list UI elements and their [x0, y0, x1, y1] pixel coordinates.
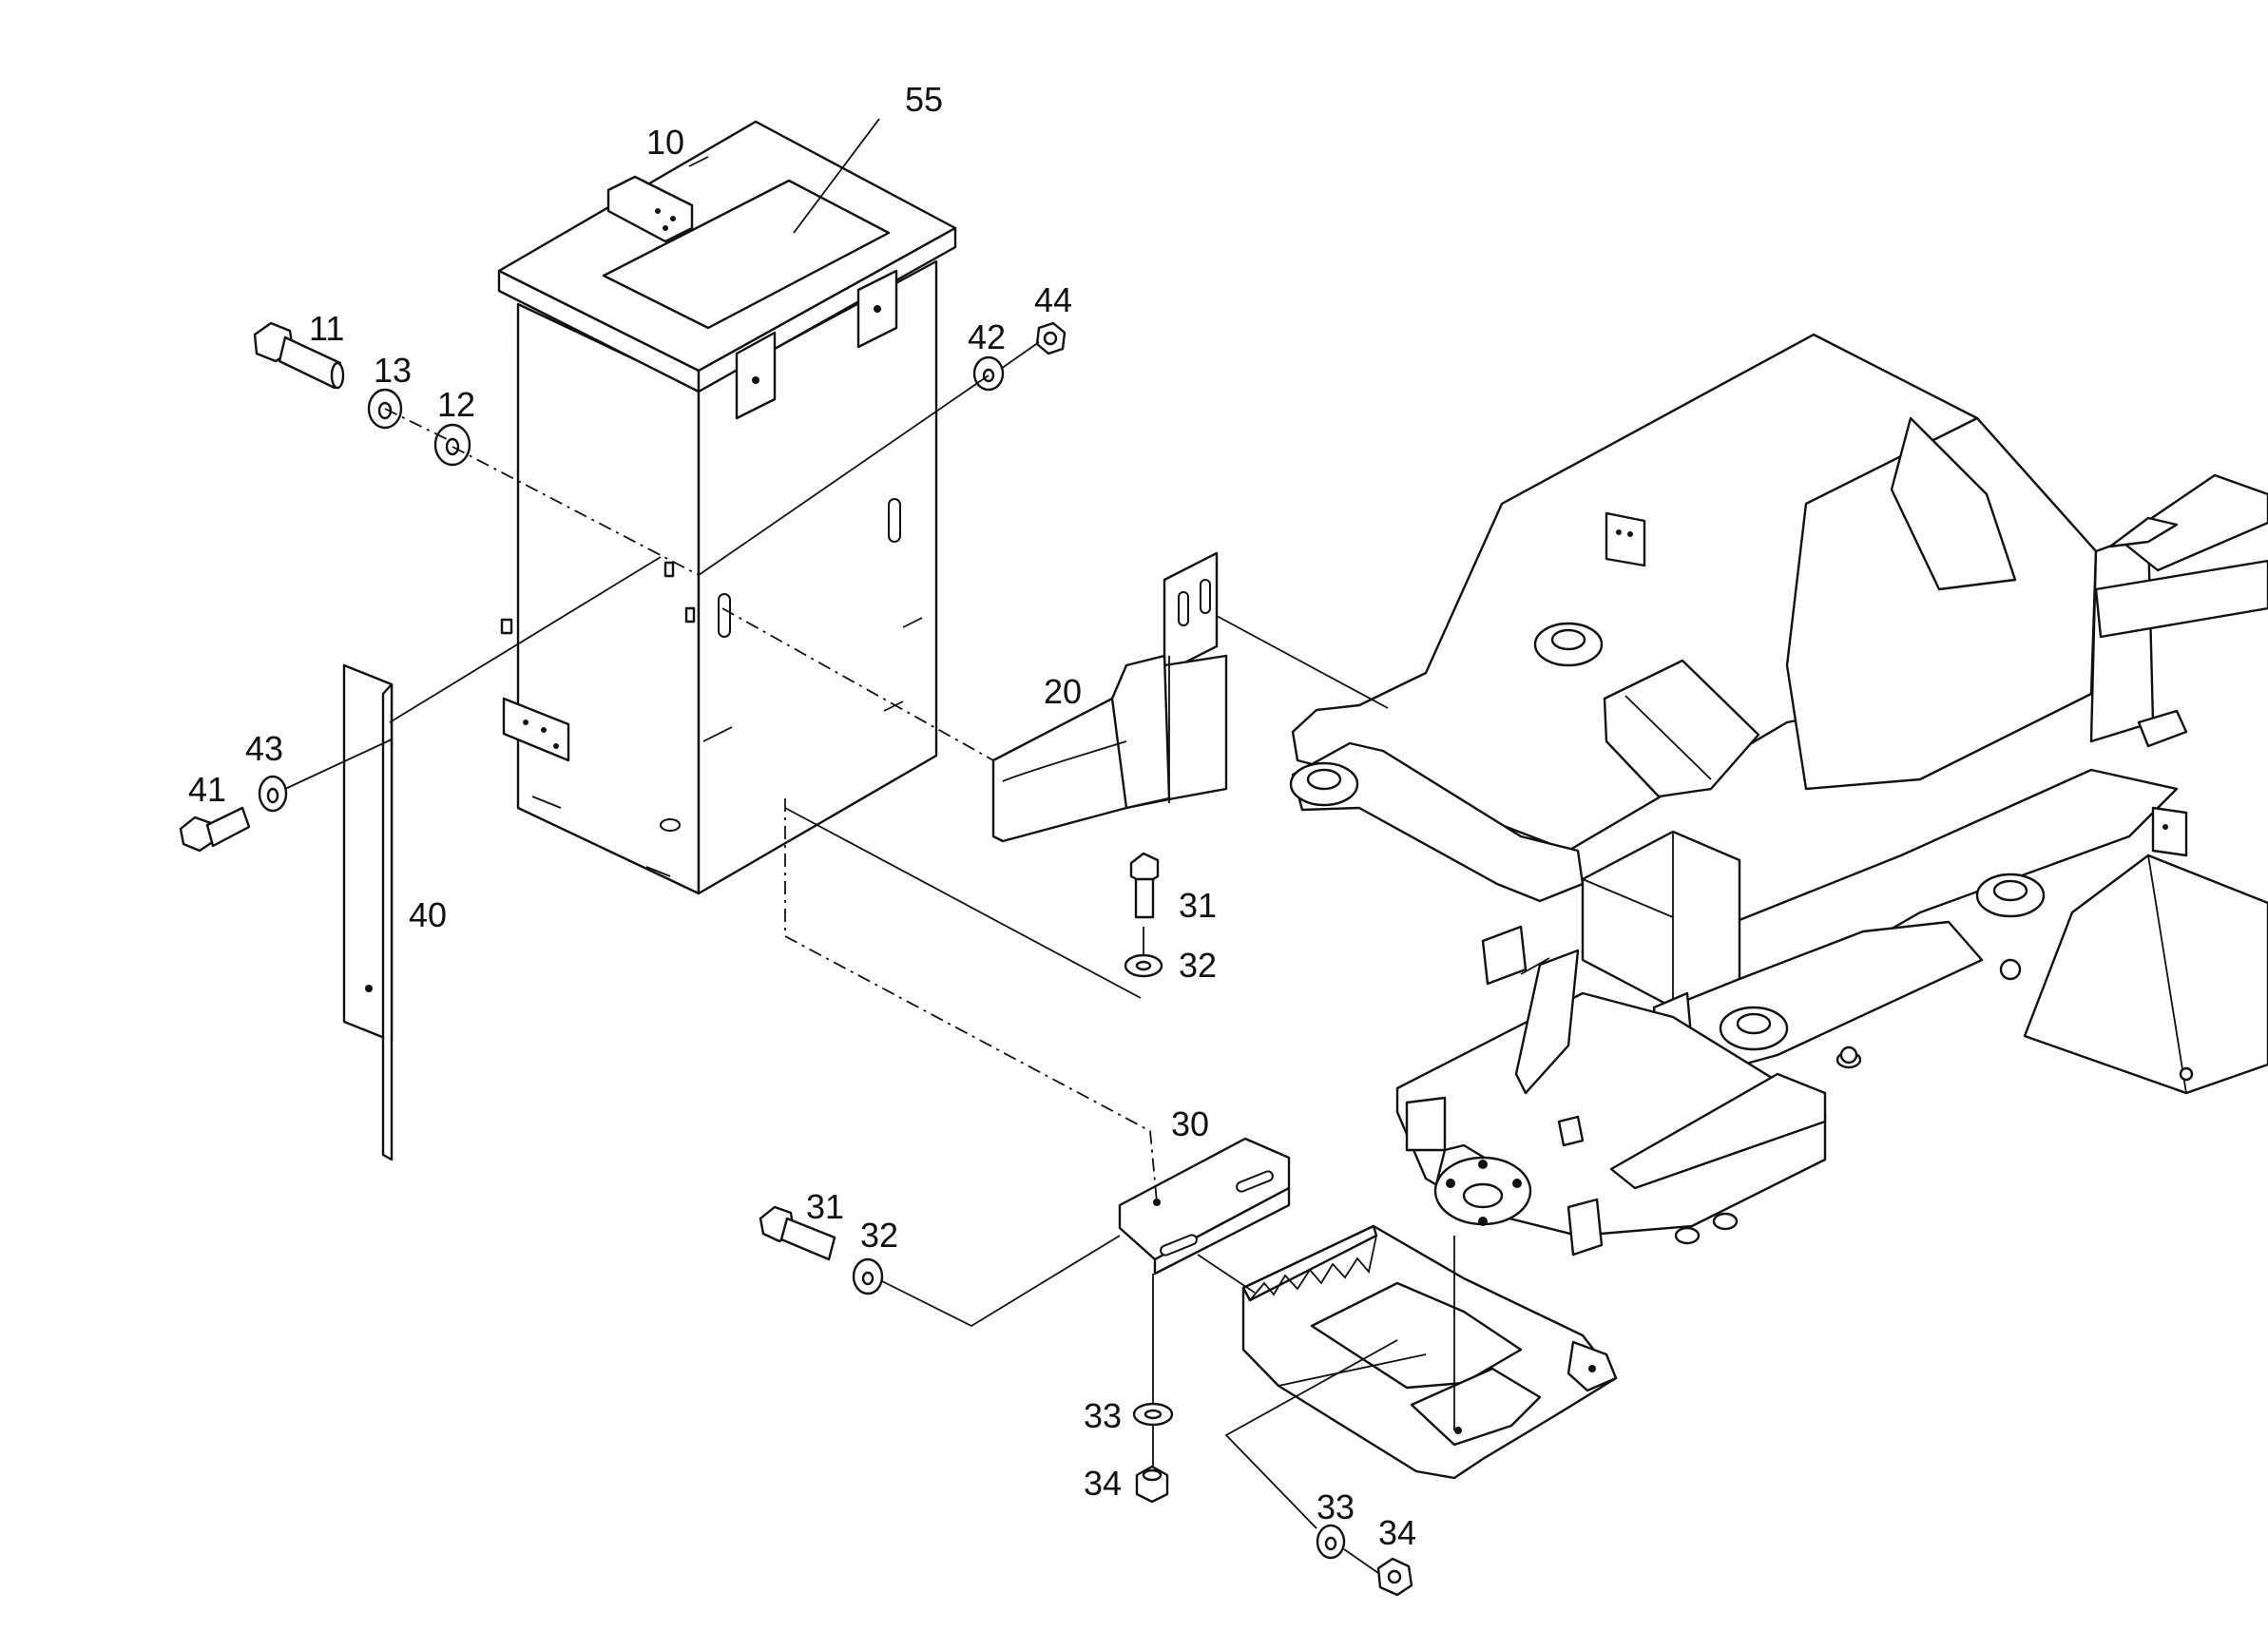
callout-34-center: 34 — [1084, 1464, 1122, 1503]
callout-43: 43 — [245, 729, 283, 768]
washer-33-center — [1132, 1402, 1174, 1427]
callout-leaders — [688, 118, 880, 234]
washer-42 — [972, 355, 1005, 392]
nut-44 — [1035, 321, 1067, 355]
bolt-41 — [179, 806, 251, 853]
washer-32-upper — [1124, 953, 1163, 978]
callout-31-lower: 31 — [806, 1187, 844, 1226]
label-plate — [602, 179, 891, 330]
callout-40: 40 — [409, 895, 447, 934]
callout-13: 13 — [374, 351, 412, 390]
mounting-tray — [1241, 1224, 1618, 1480]
callout-55: 55 — [905, 80, 943, 119]
battery-box — [497, 120, 957, 895]
callout-34-right: 34 — [1378, 1513, 1416, 1552]
callout-10: 10 — [646, 123, 684, 162]
washer-32-lower — [852, 1257, 884, 1295]
callout-20: 20 — [1044, 672, 1082, 711]
callout-31-upper: 31 — [1179, 886, 1217, 925]
washer-43 — [258, 775, 288, 813]
assembly-lines — [284, 341, 1550, 1574]
callout-41: 41 — [188, 770, 226, 809]
callout-42: 42 — [968, 317, 1006, 356]
callout-32-upper: 32 — [1179, 946, 1217, 985]
bracket-30 — [1118, 1137, 1291, 1276]
callout-32-lower: 32 — [860, 1216, 898, 1255]
callout-labels: 10 55 11 13 12 42 44 20 43 41 40 31 32 3… — [188, 80, 1416, 1552]
bolt-31-upper — [1129, 852, 1160, 919]
washer-33-right — [1316, 1524, 1346, 1560]
washer-12 — [433, 423, 471, 467]
callout-11: 11 — [309, 309, 344, 348]
callout-33-center: 33 — [1084, 1396, 1122, 1435]
machine-frame — [1289, 333, 2268, 1257]
hold-down-strap — [342, 663, 394, 1161]
callout-30: 30 — [1171, 1104, 1209, 1143]
bolt-31-lower — [759, 1205, 836, 1261]
bracket-20 — [991, 551, 1228, 843]
nut-34-center — [1135, 1465, 1169, 1504]
callout-12: 12 — [437, 385, 475, 424]
callout-44: 44 — [1034, 280, 1072, 319]
bolt-11 — [253, 321, 345, 390]
callout-33-right: 33 — [1317, 1487, 1355, 1526]
nut-34-right — [1376, 1557, 1413, 1597]
